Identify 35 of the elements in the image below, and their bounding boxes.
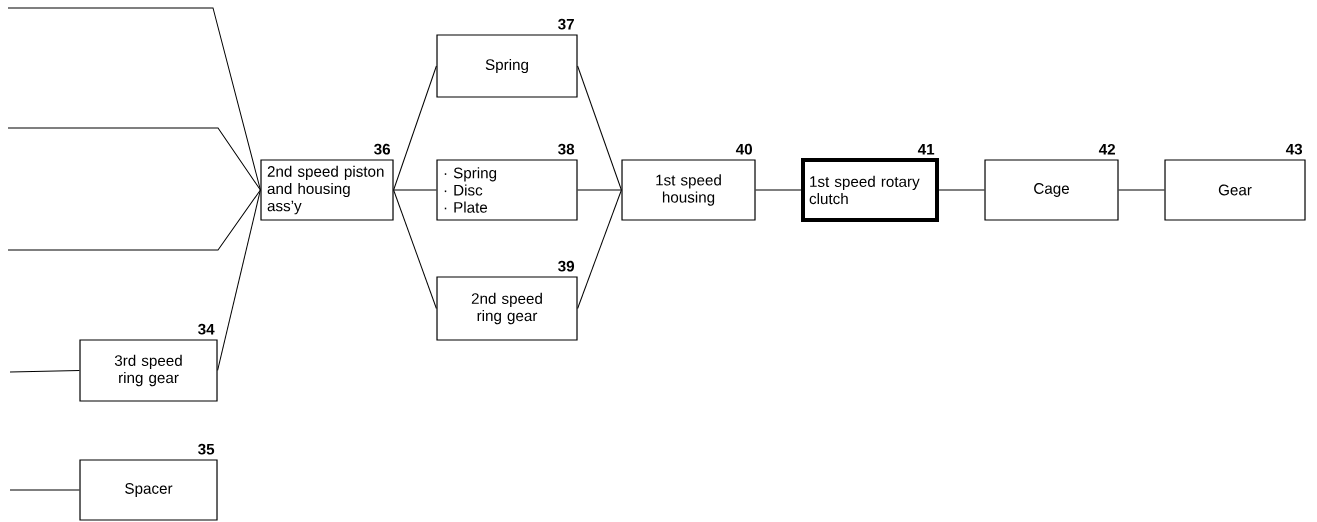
callout-number: 34	[198, 323, 215, 335]
part-box: 2nd speed ring gear	[436, 276, 578, 341]
callout-number: 42	[1098, 143, 1115, 155]
connector-line	[393, 189, 437, 309]
callout-number: 36	[374, 143, 391, 155]
connector-line	[9, 489, 80, 491]
part-box: 1st speed rotary clutch	[801, 158, 939, 222]
connector-line	[217, 189, 261, 371]
callout-number: 37	[558, 18, 574, 30]
connector-line	[393, 189, 437, 191]
part-box: · Spring · Disc · Plate	[436, 159, 578, 221]
part-box: 3rd speed ring gear	[79, 339, 218, 402]
part-box: Spacer	[79, 459, 218, 521]
part-box: 2nd speed piston and housing ass’y	[260, 159, 394, 221]
connector-line	[1118, 189, 1165, 191]
connector-line	[755, 189, 802, 191]
part-box: Cage	[984, 159, 1119, 221]
callout-number: 39	[558, 260, 575, 272]
connector-line	[7, 7, 261, 191]
part-box: Spring	[436, 34, 578, 98]
connector-line	[938, 189, 985, 191]
callout-number: 41	[917, 144, 935, 155]
callout-number: 43	[1285, 143, 1303, 155]
part-box: 1st speed housing	[621, 159, 756, 221]
callout-number: 35	[198, 443, 215, 455]
connector-line	[7, 189, 261, 251]
connector-line	[577, 65, 622, 191]
connector-line	[9, 370, 80, 373]
callout-number: 40	[735, 143, 752, 155]
connector-line	[7, 127, 261, 191]
part-box: Gear	[1164, 159, 1306, 221]
connector-line	[577, 189, 622, 309]
callout-number: 38	[558, 143, 575, 155]
connector-line	[577, 189, 622, 191]
connector-line	[393, 65, 437, 191]
